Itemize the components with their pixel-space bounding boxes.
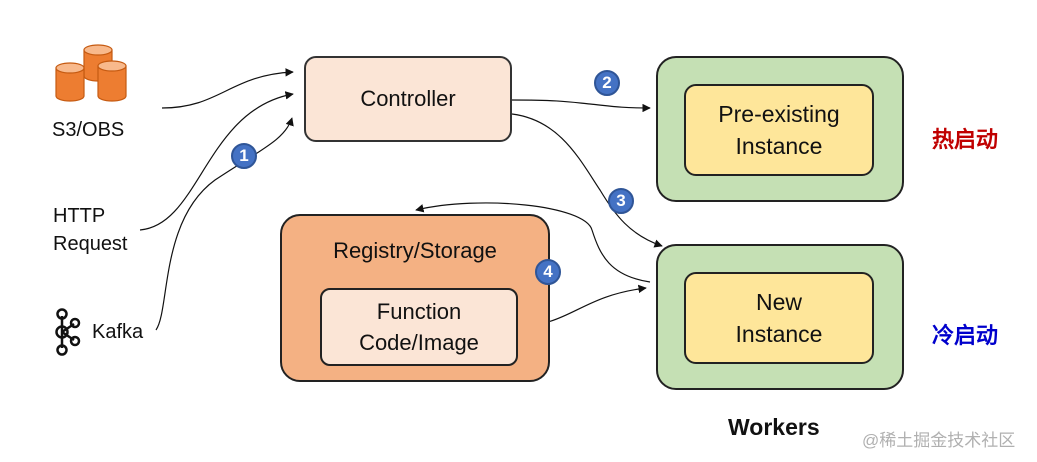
pre-existing-instance-line1: Pre-existing — [718, 101, 840, 127]
function-code-line2: Code/Image — [359, 330, 479, 355]
function-code-box: Function Code/Image — [320, 288, 518, 366]
step-badge-2: 2 — [594, 70, 620, 96]
arrow-new-instance-to-registry — [415, 202, 651, 283]
function-code-line1: Function — [376, 299, 462, 324]
arrow-http-to-controller — [139, 91, 294, 231]
step-badge-1: 1 — [231, 143, 257, 169]
source-http-label-line1: HTTP — [53, 205, 106, 227]
step-badge-3: 3 — [608, 188, 634, 214]
new-instance-line1: New — [755, 289, 802, 315]
new-instance-line2: Instance — [735, 321, 823, 347]
source-s3-label: S3/OBS — [52, 119, 125, 141]
controller-box: Controller — [304, 56, 512, 142]
pre-existing-instance-box: Pre-existing Instance — [684, 84, 874, 176]
watermark: @稀土掘金技术社区 — [862, 431, 1016, 450]
step-badge-4: 4 — [535, 259, 561, 285]
arrow-controller-to-hot-instance — [511, 99, 651, 113]
arrow-kafka-to-controller — [155, 117, 294, 331]
hot-start-label: 热启动 — [932, 127, 999, 152]
controller-label: Controller — [360, 86, 456, 111]
workers-caption: Workers — [728, 414, 820, 440]
arrow-controller-to-new-instance — [511, 113, 663, 248]
new-instance-box: New Instance — [684, 272, 874, 364]
pre-existing-instance-line2: Instance — [735, 133, 823, 159]
source-http-label-line2: Request — [53, 233, 128, 255]
registry-storage-label: Registry/Storage — [333, 238, 497, 263]
source-kafka-label: Kafka — [92, 321, 144, 343]
arrow-s3-to-controller — [161, 68, 294, 109]
cold-start-label: 冷启动 — [932, 323, 999, 348]
kafka-logo-icon — [55, 308, 81, 356]
database-cylinders-icon — [55, 44, 127, 102]
